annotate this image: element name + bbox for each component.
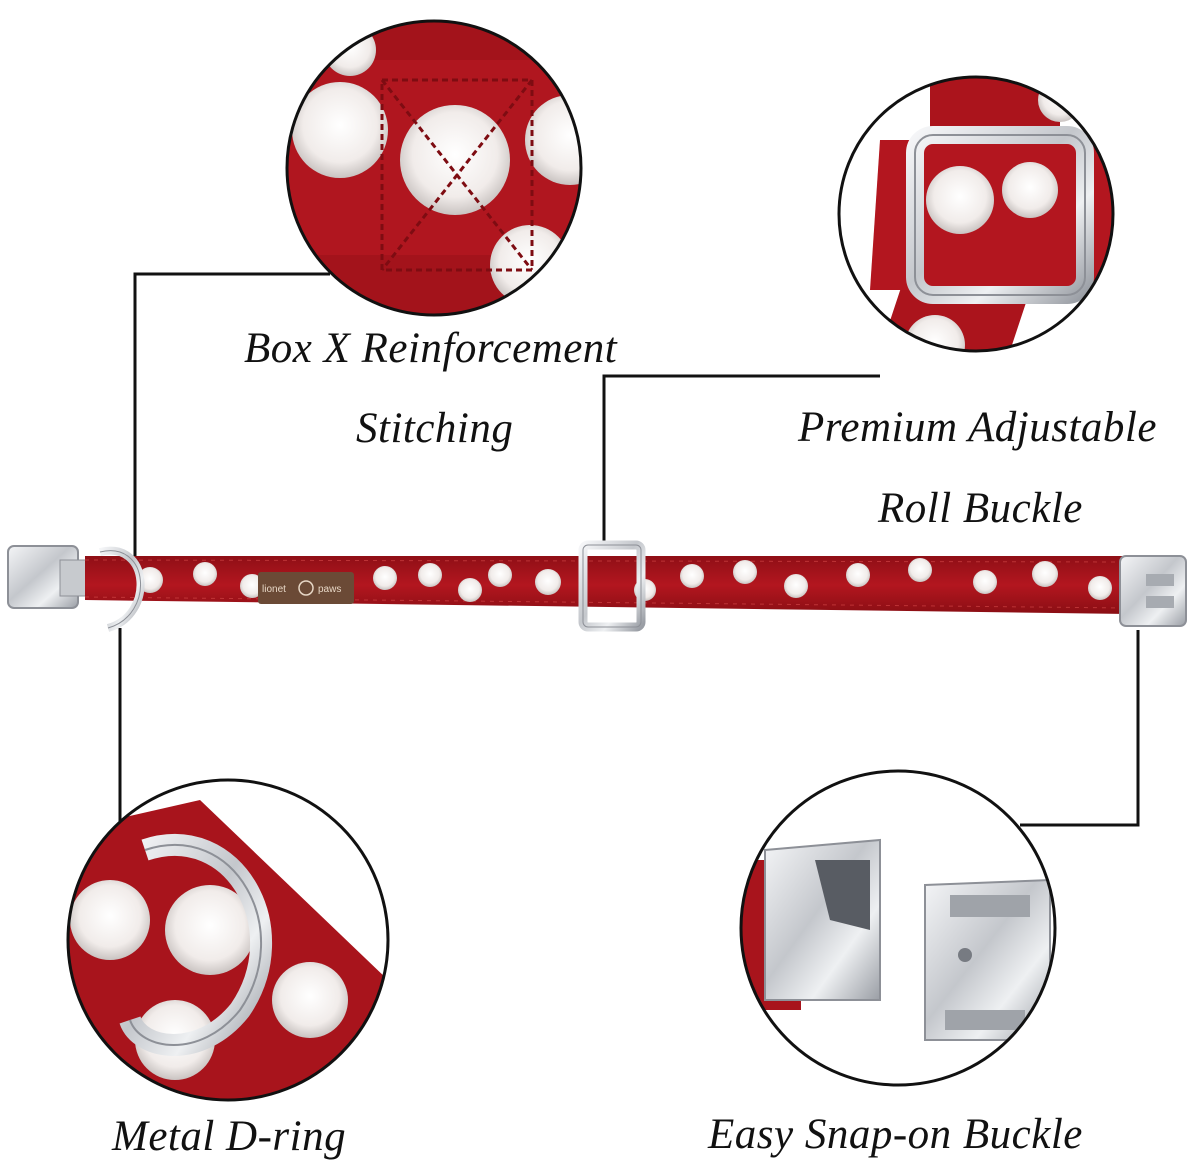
caption-stitching-line2: Stitching — [356, 405, 514, 452]
leader-line-snap-buckle — [1020, 630, 1140, 827]
caption-roll-buckle-line2: Roll Buckle — [878, 485, 1083, 532]
roll-buckle-slider-icon — [578, 540, 646, 632]
d-ring-icon — [99, 546, 145, 632]
leader-line-d-ring — [118, 628, 150, 824]
detail-snap-buckle-photo — [739, 769, 1057, 1087]
left-buckle-icon — [7, 545, 91, 609]
caption-d-ring: Metal D-ring — [112, 1113, 347, 1160]
dog-collar: lionet paws — [7, 540, 1187, 632]
detail-d-ring-photo — [66, 778, 390, 1102]
caption-stitching-line1: Box X Reinforcement — [244, 325, 618, 372]
detail-roll-buckle-photo — [837, 75, 1115, 353]
leader-line-stitching — [133, 272, 330, 560]
brand-tag-text-2: paws — [318, 584, 341, 595]
detail-stitching-photo — [285, 19, 583, 317]
brand-tag-text-1: lionet — [262, 584, 286, 595]
leader-line-roll-buckle — [602, 374, 880, 545]
right-buckle-icon — [1119, 555, 1187, 627]
caption-roll-buckle-line1: Premium Adjustable — [798, 404, 1157, 451]
brand-tag: lionet paws — [258, 572, 354, 604]
santa-pattern — [137, 558, 1112, 602]
caption-snap-buckle: Easy Snap-on Buckle — [708, 1111, 1083, 1158]
